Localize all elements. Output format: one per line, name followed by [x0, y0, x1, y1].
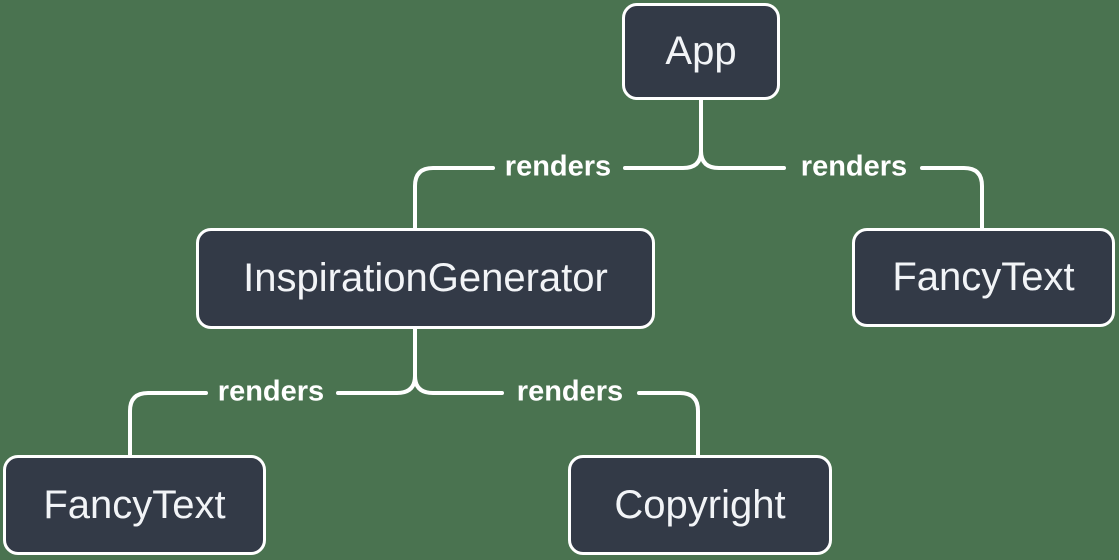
edge-inspiration-generator-branch-left	[336, 374, 417, 395]
node-app-label: App	[665, 29, 737, 73]
edge-app-branch-left	[623, 149, 703, 170]
edge-elbow-to-inspiration-generator	[413, 166, 495, 232]
edge-elbow-to-fancy-text-bottom	[128, 391, 208, 459]
edge-inspiration-generator-branch-right	[413, 374, 504, 395]
node-fancy-text-bottom-label: FancyText	[43, 482, 226, 527]
node-fancy-text-right-label: FancyText	[892, 255, 1075, 299]
edge-app-branch-right	[699, 149, 786, 170]
edge-label-app-to-inspiration-generator: renders	[504, 150, 612, 183]
edge-label-app-to-fancy-text: renders	[800, 150, 908, 183]
node-copyright: Copyright	[568, 455, 832, 555]
edge-label-inspiration-generator-to-fancy-text: renders	[217, 375, 325, 408]
node-fancy-text-right: FancyText	[852, 228, 1115, 327]
edge-elbow-to-fancy-text-right	[920, 166, 984, 232]
node-fancy-text-bottom: FancyText	[3, 455, 266, 555]
edge-elbow-to-copyright	[637, 391, 700, 459]
edge-label-inspiration-generator-to-copyright: renders	[516, 375, 624, 408]
node-copyright-label: Copyright	[614, 482, 786, 527]
node-inspiration-generator-label: InspirationGenerator	[243, 256, 608, 300]
node-app: App	[622, 3, 780, 100]
node-inspiration-generator: InspirationGenerator	[196, 228, 655, 329]
